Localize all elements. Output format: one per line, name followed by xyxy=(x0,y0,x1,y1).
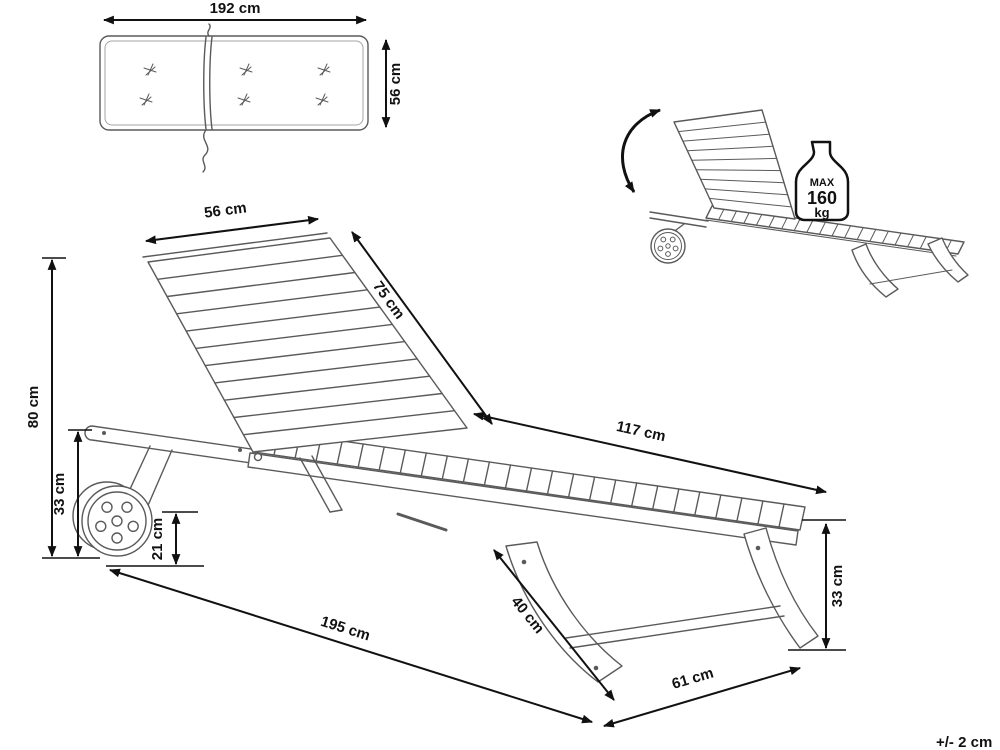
screw xyxy=(755,545,761,551)
inset-seat-frame xyxy=(705,219,957,257)
dim-overall-length: 195 cm xyxy=(108,568,594,724)
seat-frame xyxy=(247,452,799,546)
screw xyxy=(521,559,527,565)
cushion-top-view xyxy=(99,23,369,173)
tolerance-note: +/- 2 cm xyxy=(936,734,992,750)
inset-front-leg xyxy=(851,243,899,298)
inset-armrest-rail xyxy=(649,211,709,222)
adjuster-strut xyxy=(299,457,331,513)
dim-cushion-depth: 56 cm xyxy=(381,38,404,129)
adjuster-strut xyxy=(311,455,343,511)
seat-length-label: 117 cm xyxy=(615,418,668,445)
max-weight-unit: kg xyxy=(814,205,829,220)
overall-width-label: 61 cm xyxy=(670,664,716,692)
dim-seat-height: 33 cm xyxy=(51,430,83,558)
adjuster-ratchet xyxy=(396,512,448,532)
cushion-tie-top xyxy=(207,23,211,37)
max-weight-prefix: MAX xyxy=(810,177,835,189)
cushion-seam xyxy=(104,40,364,126)
overall-length-label: 195 cm xyxy=(319,613,373,645)
wheel-bracket xyxy=(145,449,173,511)
cushion-tie-bottom xyxy=(202,129,209,173)
dim-backrest-width: 56 cm xyxy=(144,199,320,245)
max-weight-value: 160 xyxy=(807,188,837,208)
adjuster-strut xyxy=(329,509,343,513)
max-weight-icon: MAX 160 kg xyxy=(794,140,850,222)
dim-overall-width: 61 cm xyxy=(602,664,802,728)
armrest-rail xyxy=(84,425,259,465)
dim-wheel-height: 21 cm xyxy=(149,512,181,566)
dim-cushion-width: 192 cm xyxy=(102,0,368,25)
wheel xyxy=(81,485,153,557)
adjustability-arrow-icon xyxy=(621,108,662,193)
dim-rear-leg-height: 33 cm xyxy=(821,522,846,650)
inset-leg-brace xyxy=(869,269,953,285)
screw xyxy=(593,665,599,671)
cushion-fold-line xyxy=(203,36,207,130)
cushion-width-label: 192 cm xyxy=(210,0,261,17)
rear-leg-height-label: 33 cm xyxy=(829,565,846,608)
backrest-width-label: 56 cm xyxy=(203,199,247,221)
inset-lounger: MAX 160 kg xyxy=(621,108,969,298)
backrest-panel xyxy=(147,237,468,453)
inset-backrest-slats xyxy=(677,121,792,208)
inset-wheel xyxy=(650,228,686,264)
inset-armrest-rail xyxy=(649,217,707,228)
dim-overall-height: 80 cm xyxy=(25,258,57,558)
overall-height-label: 80 cm xyxy=(25,386,42,429)
cushion-depth-label: 56 cm xyxy=(387,63,404,106)
weight-bottle-shape xyxy=(794,140,850,222)
wheel-height-label: 21 cm xyxy=(149,518,166,561)
screw xyxy=(102,431,106,435)
inset-backrest-panel xyxy=(673,109,796,220)
screw xyxy=(238,448,242,452)
cushion-outline xyxy=(99,35,369,131)
main-lounger-drawing xyxy=(72,232,819,683)
rear-leg xyxy=(743,527,819,649)
pivot-bolt xyxy=(253,452,263,462)
cushion-tufts xyxy=(139,63,331,106)
inset-rear-leg xyxy=(927,237,969,283)
dim-front-leg: 40 cm xyxy=(493,549,615,701)
seat-height-label: 33 cm xyxy=(51,473,68,516)
cushion-fold-line xyxy=(209,36,213,130)
